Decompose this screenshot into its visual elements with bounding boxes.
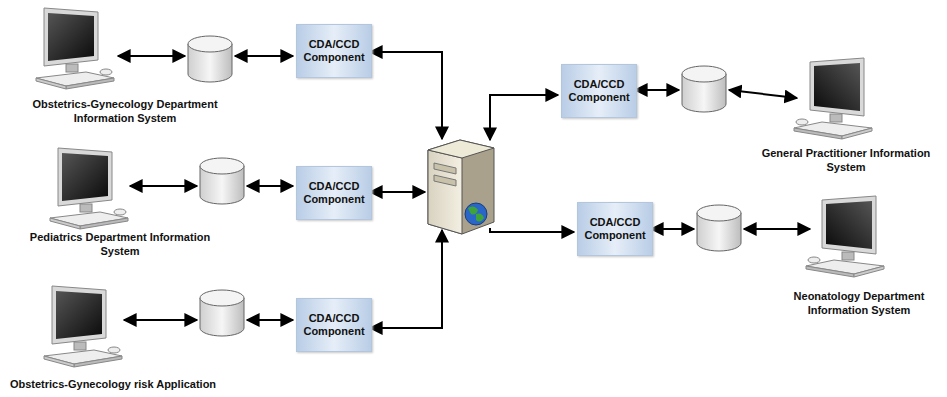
system-label: Neonatology Department Information Syste… [774,289,944,317]
component-box: CDA/CCD Component [296,166,372,220]
component-label: CDA/CCD Component [562,78,636,104]
system-label: Pediatrics Department Information System [20,230,220,258]
component-box: CDA/CCD Component [296,24,372,78]
component-box: CDA/CCD Component [296,298,372,352]
component-box: CDA/CCD Component [577,202,653,256]
component-label: CDA/CCD Component [297,312,371,338]
component-label: CDA/CCD Component [297,180,371,206]
component-label: CDA/CCD Component [297,38,371,64]
component-box: CDA/CCD Component [561,64,637,118]
system-label: General Practitioner Information System [751,146,941,174]
system-label: Obstetrics-Gynecology Department Informa… [15,97,235,125]
component-label: CDA/CCD Component [578,216,652,242]
system-label: Obstetrics-Gynecology risk Application [3,377,223,391]
